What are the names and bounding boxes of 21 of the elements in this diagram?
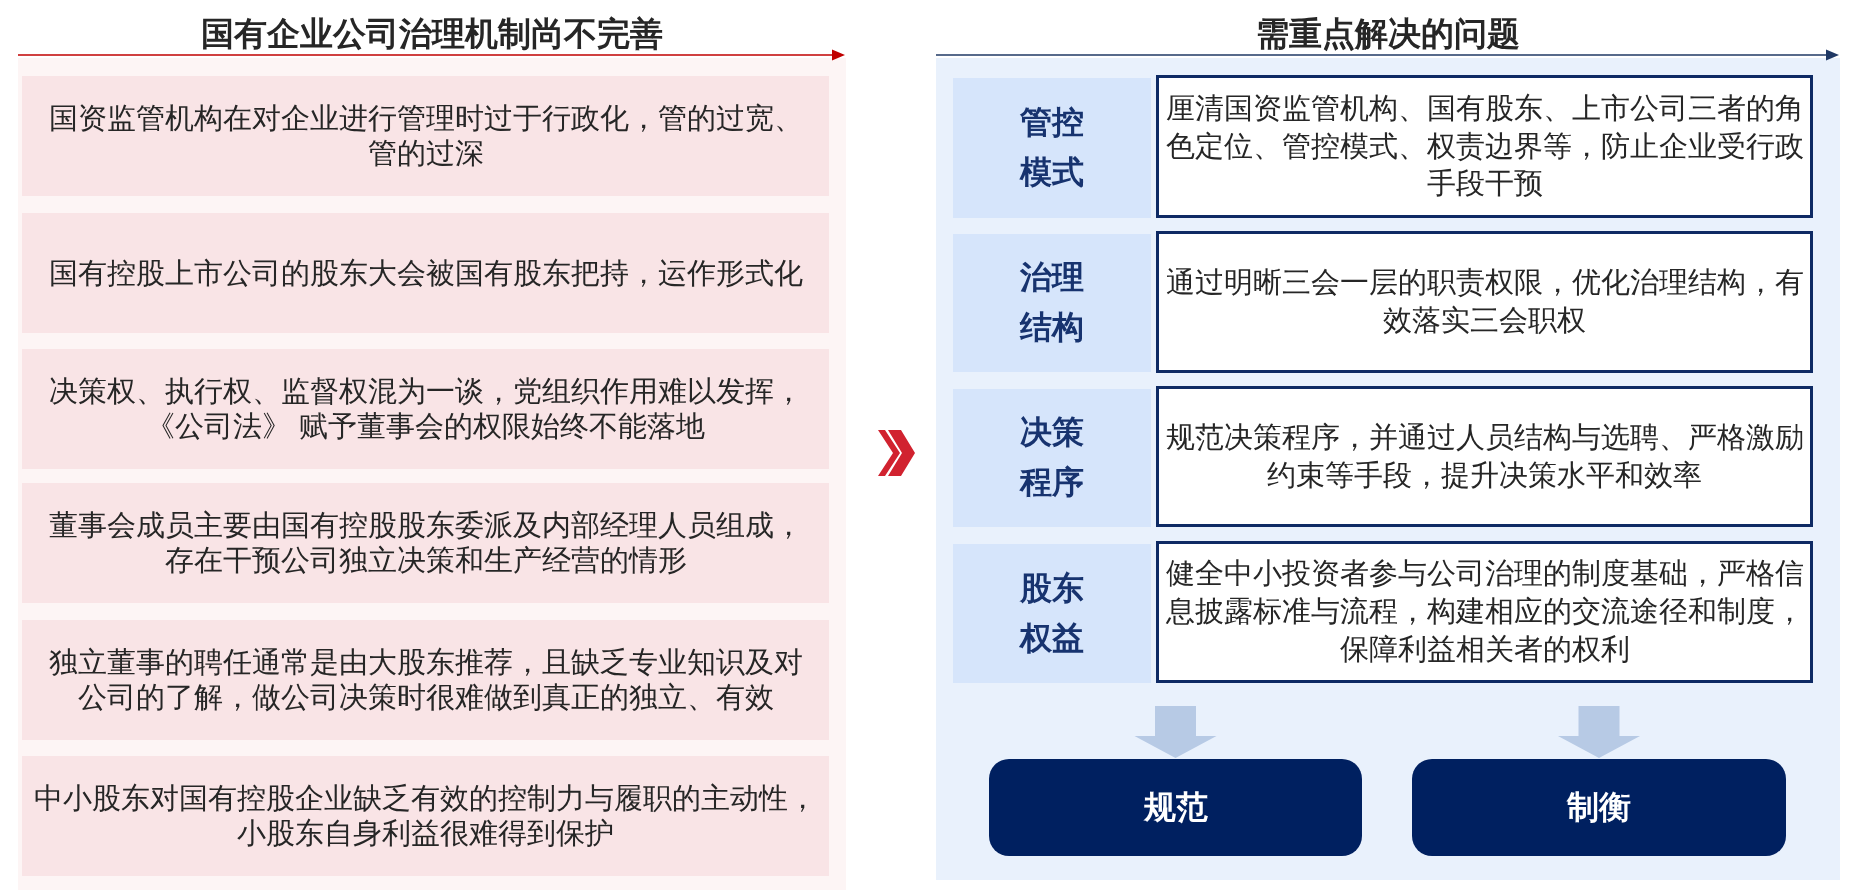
category-cell: 股东权益 <box>953 544 1151 683</box>
description-box: 健全中小投资者参与公司治理的制度基础，严格信息披露标准与流程，构建相应的交流途径和制度，保障利益相关者的权利 <box>1156 541 1813 683</box>
issue-card: 独立董事的聘任通常是由大股东推荐，且缺乏专业知识及对公司的了解，做公司决策时很难做到真正的独立、有效 <box>22 620 829 740</box>
panel-title: 国有企业公司治理机制尚不完善 <box>201 14 663 54</box>
panel-title: 需重点解决的问题 <box>1256 14 1520 54</box>
issue-card: 国有控股上市公司的股东大会被国有股东把持，运作形式化 <box>22 213 829 333</box>
issue-card: 董事会成员主要由国有控股股东委派及内部经理人员组成，存在干预公司独立决策和生产经营的情形 <box>22 483 829 603</box>
category-cell: 决策程序 <box>953 389 1151 527</box>
category-cell: 管控模式 <box>953 78 1151 218</box>
category-cell: 治理结构 <box>953 234 1151 372</box>
block-arrow <box>1558 706 1640 758</box>
block-arrow <box>1134 706 1217 758</box>
issue-card: 决策权、执行权、监督权混为一谈，党组织作用难以发挥，《公司法》 赋予董事会的权限始终不能落地 <box>22 349 829 469</box>
issue-card: 国资监管机构在对企业进行管理时过于行政化，管的过宽、管的过深 <box>22 76 829 196</box>
result-box: 制衡 <box>1412 759 1786 856</box>
chevron-arrow <box>878 430 915 476</box>
description-box: 规范决策程序，并通过人员结构与选聘、严格激励约束等手段，提升决策水平和效率 <box>1156 386 1813 527</box>
description-box: 厘清国资监管机构、国有股东、上市公司三者的角色定位、管控模式、权责边界等，防止企业受行政手段干预 <box>1156 75 1813 218</box>
issue-card: 中小股东对国有控股企业缺乏有效的控制力与履职的主动性，小股东自身利益很难得到保护 <box>22 756 829 876</box>
description-box: 通过明晰三会一层的职责权限，优化治理结构，有效落实三会职权 <box>1156 231 1813 373</box>
result-box: 规范 <box>989 759 1362 856</box>
